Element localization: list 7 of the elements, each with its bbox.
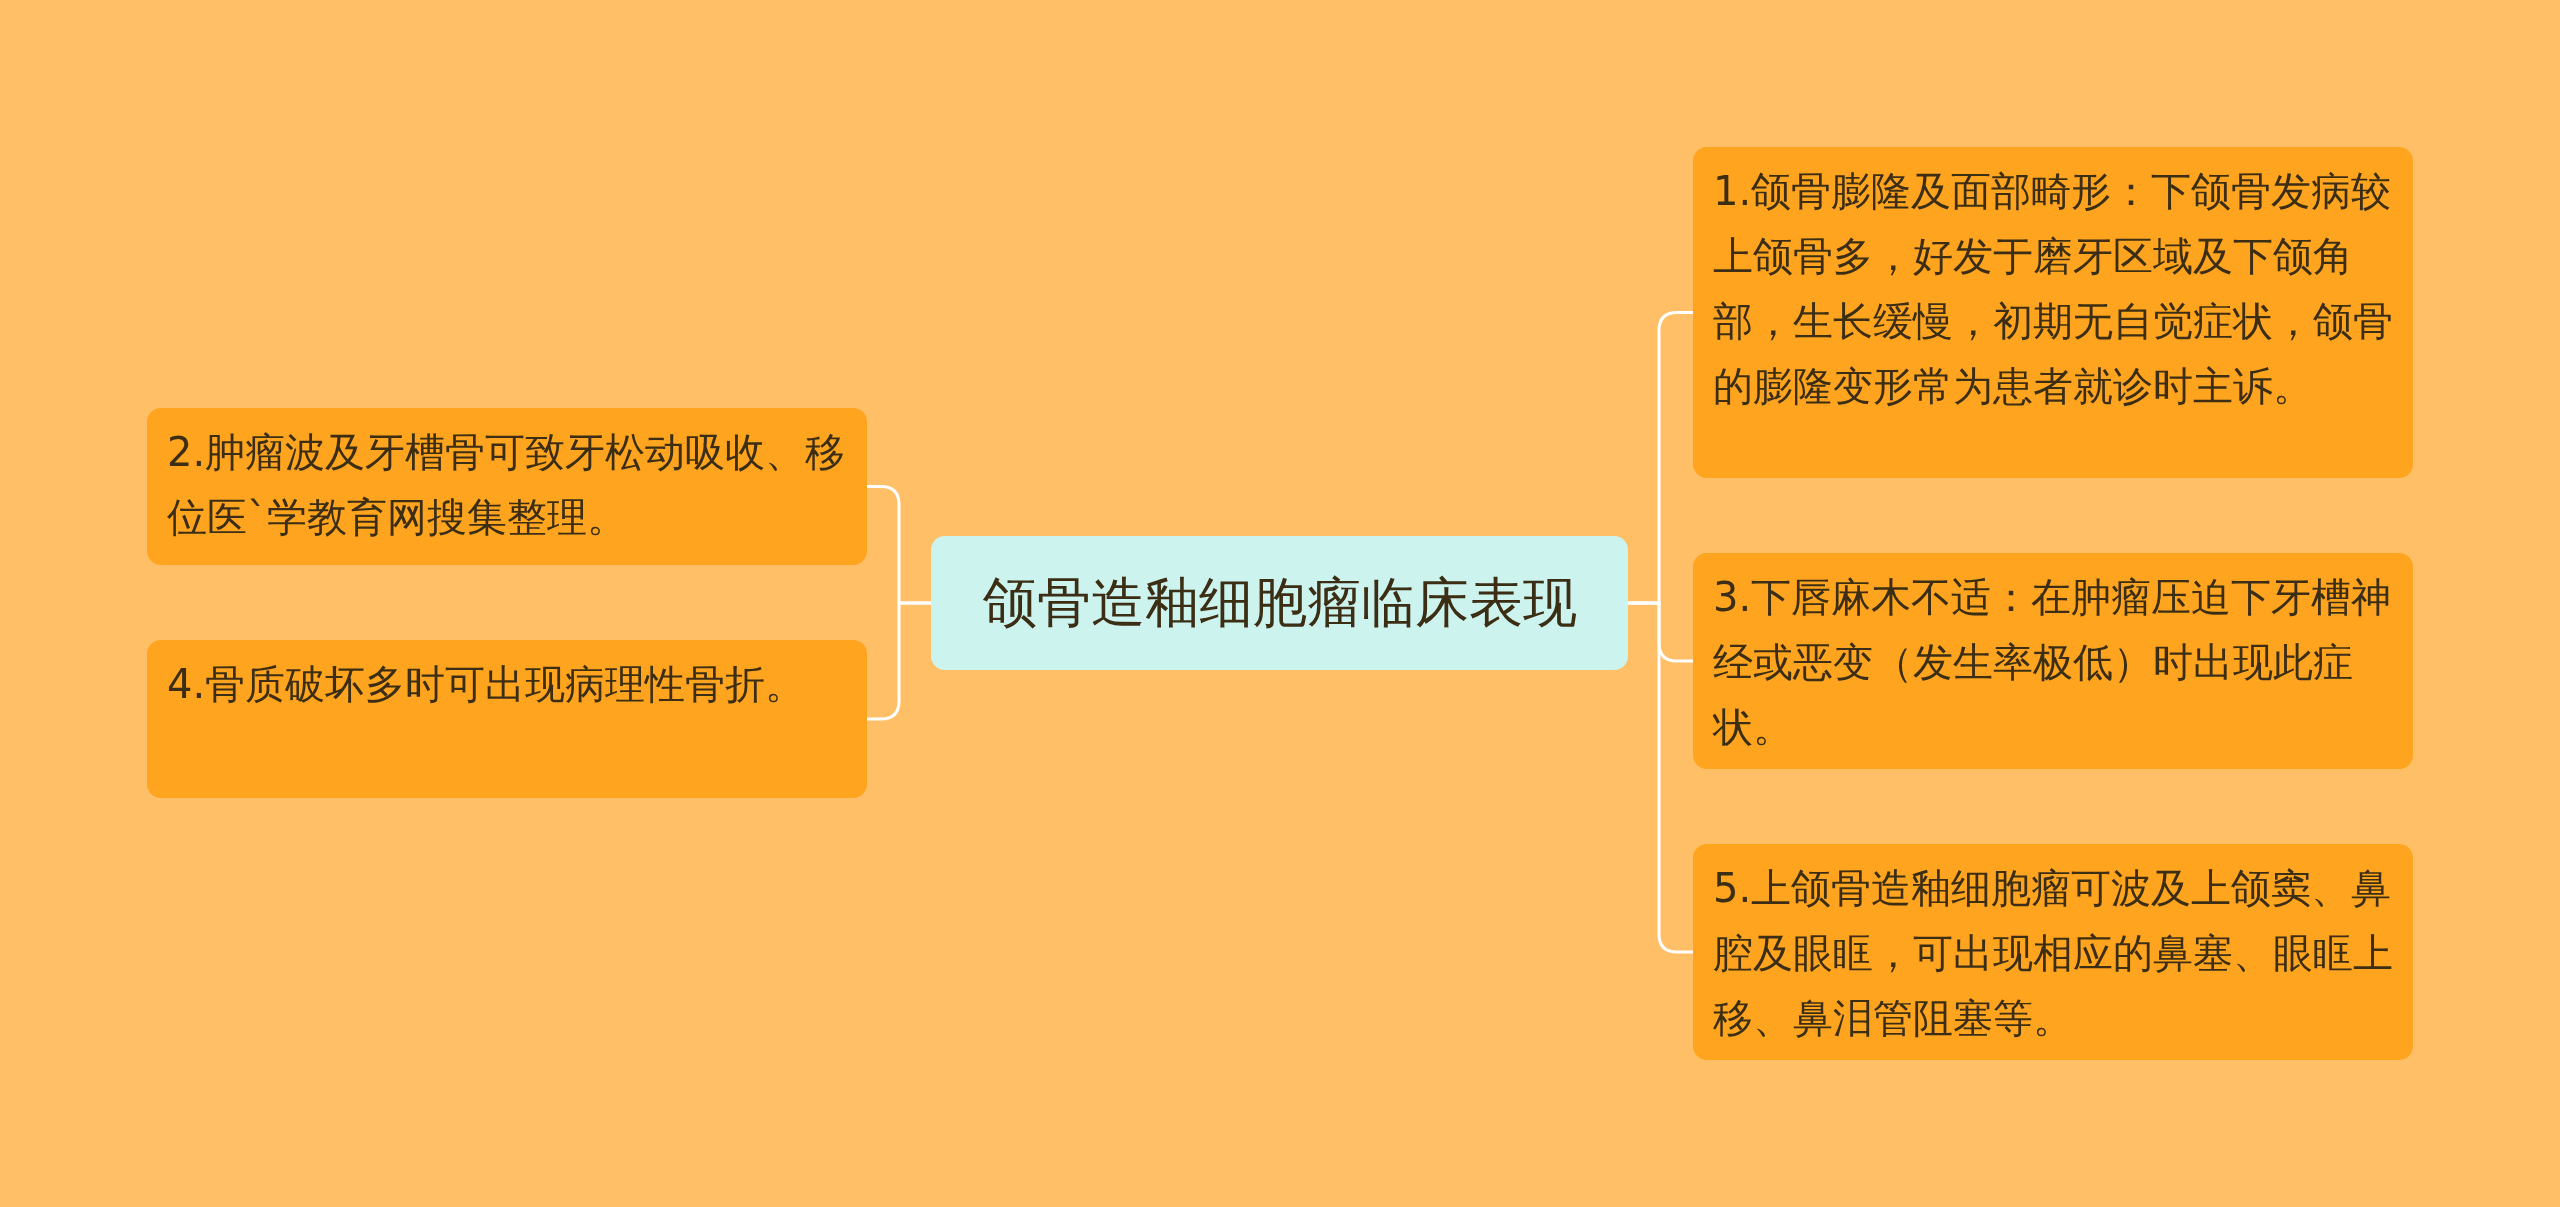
connector-line bbox=[1628, 601, 1693, 954]
topic-box: 5.上颌骨造釉细胞瘤可波及上颌窦、鼻腔及眼眶，可出现相应的鼻塞、眼眶上移、鼻泪管阻塞等。 bbox=[1693, 844, 2413, 1060]
topic-box: 1.颌骨膨隆及面部畸形：下颌骨发病较上颌骨多，好发于磨牙区域及下颌角部，生长缓慢，初期无自觉症状，颌骨的膨隆变形常为患者就诊时主诉。 bbox=[1693, 147, 2413, 478]
topic-box: 3.下唇麻木不适：在肿瘤压迫下牙槽神经或恶变（发生率极低）时出现此症状。 bbox=[1693, 553, 2413, 769]
topic-box: 4.骨质破坏多时可出现病理性骨折。 bbox=[147, 640, 867, 798]
central-topic-box: 颌骨造釉细胞瘤临床表现 bbox=[931, 536, 1628, 670]
topic-box: 2.肿瘤波及牙槽骨可致牙松动吸收、移位医`学教育网搜集整理。 bbox=[147, 408, 867, 565]
